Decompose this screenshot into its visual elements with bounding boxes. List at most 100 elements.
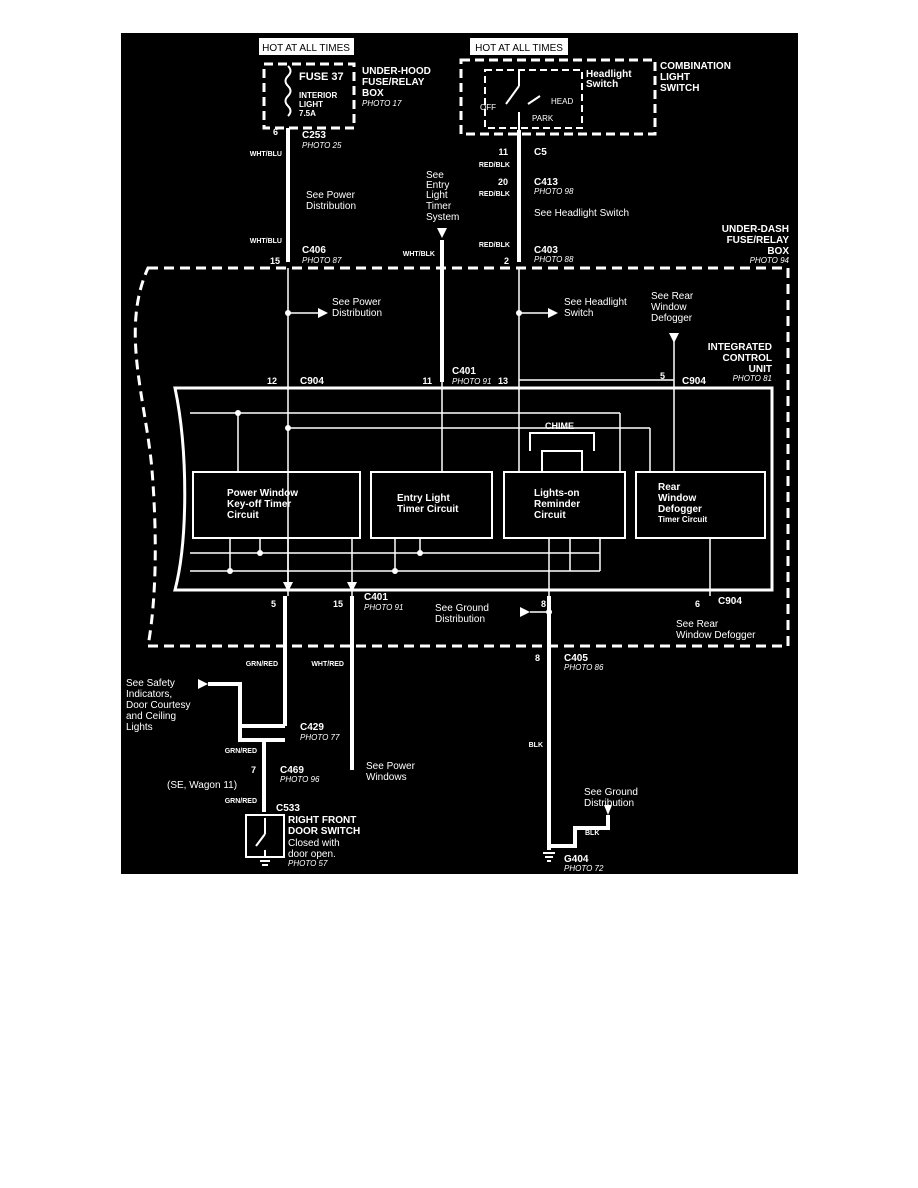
rear-window-2: Window [658,493,696,504]
headlight-switch-outline [484,69,583,129]
wire-grn-red-1: GRN/RED [246,661,278,668]
under-dash-title-2: FUSE/RELAY [727,235,790,246]
see-entry-5: System [426,212,459,223]
see-headlight-1: See Headlight Switch [534,208,629,219]
lights-on-3: Circuit [534,510,566,521]
see-entry-1: See [426,170,444,181]
c253-pin: 6 [273,127,278,137]
hot-tag-right-box [470,38,568,55]
c403-photo: PHOTO 88 [534,255,574,264]
see-entry-3: Light [426,190,448,201]
c469-pin: 7 [251,765,256,775]
see-rear-2b: Window Defogger [676,630,756,641]
c904-bottom-right-pin: 6 [695,599,700,609]
c904-bottom-pin-left: 5 [271,599,276,609]
see-power-dist-2a: See Power [332,297,382,308]
c469-label: C469 [280,765,304,776]
rear-window-4: Timer Circuit [658,515,708,524]
see-safety-1: See Safety [126,678,175,689]
see-safety-3: Door Courtesy [126,700,190,711]
c405-label: C405 [564,653,588,664]
g404-label: G404 [564,854,589,865]
rear-window-block [635,471,766,539]
c5-pin: 11 [498,147,508,157]
component-glyphs [255,65,555,866]
wire-red-blk-3: RED/BLK [479,242,510,249]
c406-pin: 15 [270,256,280,266]
see-ground-1a: See Ground [435,603,489,614]
fuse-box-title-2: FUSE/RELAY [362,77,425,88]
see-rear-2a: See Rear [676,619,719,630]
door-switch-title-1: RIGHT FRONT [288,815,356,826]
ground-pin: 8 [541,599,546,609]
fuse-box-photo: PHOTO 17 [362,99,402,108]
see-power-dist-1a: See Power [306,190,356,201]
wire-red-blk-2: RED/BLK [479,191,510,198]
see-safety-4: and Ceiling [126,711,176,722]
under-dash-title-1: UNDER-DASH [722,224,789,235]
fuse-name: FUSE 37 [299,71,344,83]
c406-photo: PHOTO 87 [302,256,342,265]
door-switch-title-2: DOOR SWITCH [288,826,360,837]
combo-title-3: SWITCH [660,83,699,94]
headlight-switch-label-2: Switch [586,79,618,90]
c429-photo: PHOTO 77 [300,733,340,742]
see-ground-2a: See Ground [584,787,638,798]
see-safety-5: Lights [126,722,153,733]
hot-tag-left: HOT AT ALL TIMES [262,43,350,54]
rear-window-1: Rear [658,482,680,493]
wire-wht-blu-1: WHT/BLU [250,151,282,158]
wire-blk-1: BLK [529,742,543,749]
switch-head: HEAD [551,97,573,106]
wire-wht-blu-2: WHT/BLU [250,238,282,245]
fuse-box-title-3: BOX [362,88,384,99]
switch-off: OFF [480,103,496,112]
headlight-switch-label-1: Headlight [586,69,632,80]
c401-bottom-pin: 15 [333,599,343,609]
fuse-box-title-1: UNDER-HOOD [362,66,431,77]
c401-top-label: C401 [452,366,476,377]
door-switch-photo: PHOTO 57 [288,859,328,868]
c413-photo: PHOTO 98 [534,187,574,196]
fuse-box-outline [262,62,356,130]
see-ground-1b: Distribution [435,614,485,625]
wire-grn-red-2: GRN/RED [225,748,257,755]
chime-label: CHIME [545,421,574,431]
see-ground-2b: Distribution [584,798,634,809]
c533-label: C533 [276,803,300,814]
icu-photo: PHOTO 81 [733,374,772,383]
g404-photo: PHOTO 72 [564,864,604,873]
see-power-dist-2b: Distribution [332,308,382,319]
fuse-sub-2: LIGHT [299,100,323,109]
c401-bottom-label: C401 [364,592,388,603]
entry-light-2: Timer Circuit [397,504,459,515]
wire-red-blk-1: RED/BLK [479,162,510,169]
lights-on-1: Lights-on [534,488,580,499]
c904-bottom-right-label: C904 [718,596,742,607]
hot-tag-right: HOT AT ALL TIMES [475,43,563,54]
door-switch-blade-icon [255,833,266,847]
rear-window-3: Defogger [658,504,702,515]
c406-label: C406 [302,245,326,256]
combo-title-2: LIGHT [660,72,690,83]
c405-photo: PHOTO 86 [564,663,604,672]
see-rear-1b: Window [651,302,687,313]
c429-label: C429 [300,722,324,733]
c904-left-pin: 12 [267,376,277,386]
wire-blk-2: BLK [585,830,599,837]
c469-photo: PHOTO 96 [280,775,320,784]
c904-left-label: C904 [300,376,324,387]
c401-top-pin: 11 [422,376,432,386]
power-window-1: Power Window [227,488,298,499]
power-window-2: Key-off Timer [227,499,291,510]
icu-title-3: UNIT [749,364,772,375]
markers [198,228,679,815]
wire-wht-red: WHT/RED [311,661,344,668]
icu-title-2: CONTROL [723,353,772,364]
chime-body [541,450,583,473]
see-rear-1a: See Rear [651,291,694,302]
switch-park: PARK [532,114,554,123]
see-power-windows-1: See Power [366,761,416,772]
entry-light-block [370,471,493,539]
